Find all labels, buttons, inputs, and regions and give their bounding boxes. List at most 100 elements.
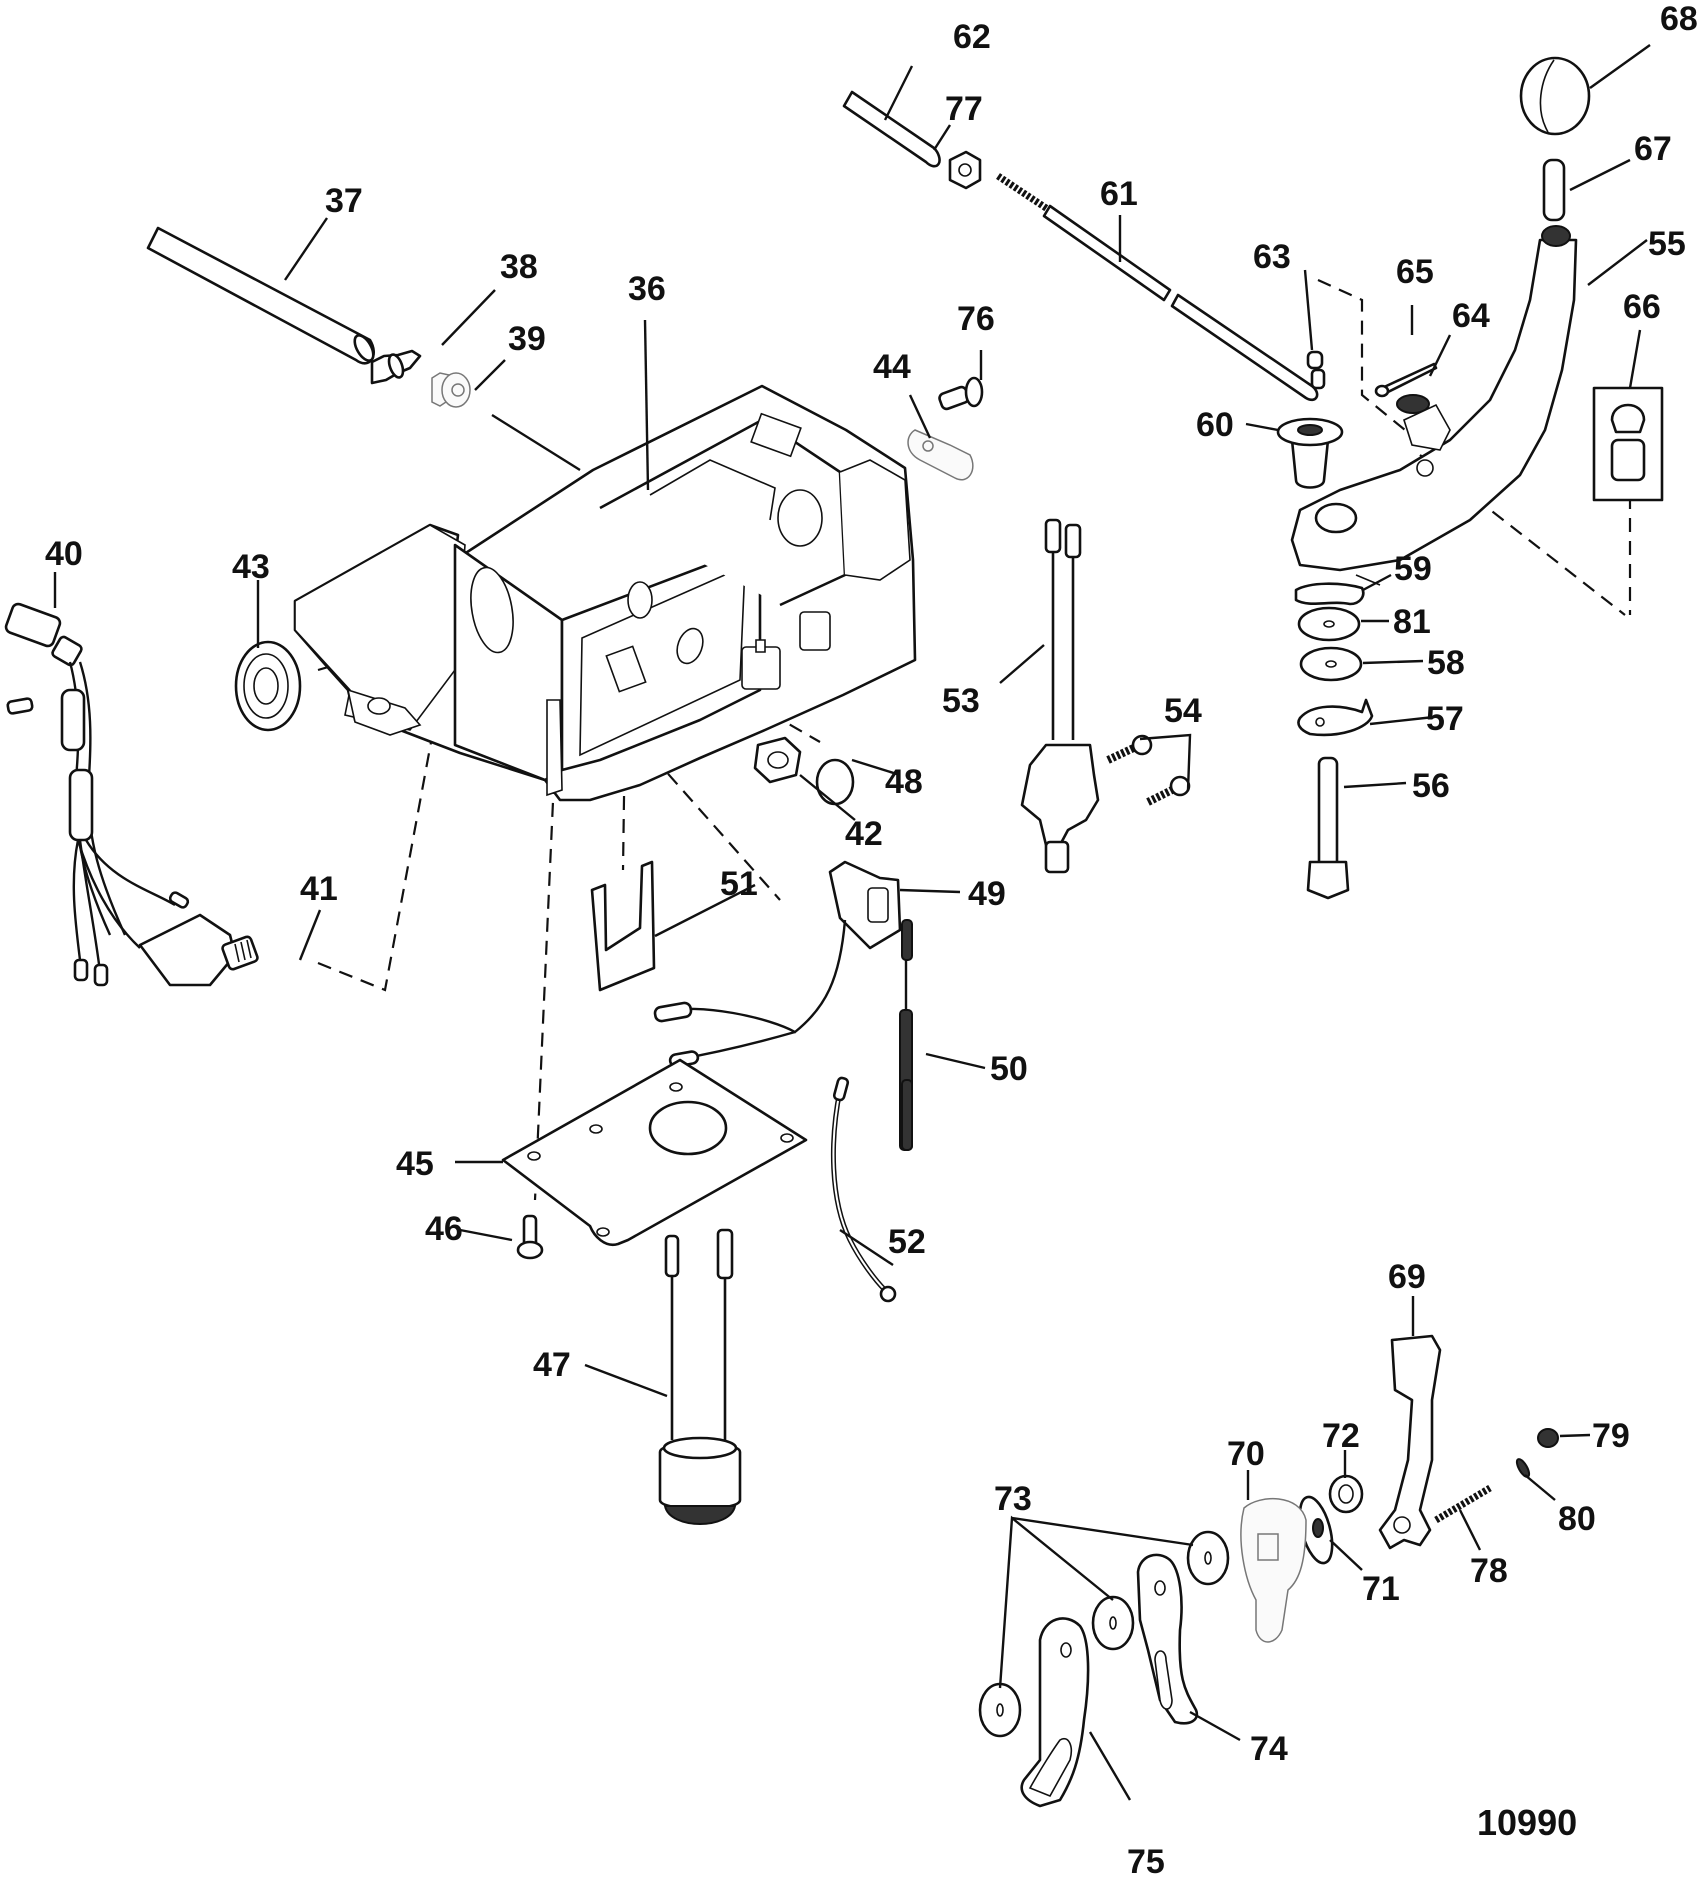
callout-65: 65	[1396, 253, 1434, 291]
part-42-nut	[753, 736, 802, 784]
part-47-sensor	[658, 1228, 742, 1525]
leader-42	[799, 774, 856, 821]
callout-78: 78	[1470, 1552, 1508, 1590]
callout-72: 72	[1322, 1417, 1360, 1455]
part-80-spring	[1515, 1458, 1531, 1478]
leader-50	[925, 1052, 986, 1070]
dash-46-to-housing	[533, 756, 557, 1201]
part-55-shift-lever	[1290, 225, 1578, 586]
leader-47	[584, 1363, 668, 1398]
callout-61: 61	[1100, 175, 1138, 213]
leader-55	[1587, 239, 1648, 286]
leader-46	[459, 1228, 513, 1242]
callout-36: 36	[628, 270, 666, 308]
leader-80	[1524, 1474, 1556, 1501]
part-36-control-housing	[293, 384, 917, 802]
part-63-pin	[1306, 350, 1324, 370]
part-41-connector	[138, 913, 259, 987]
leader-51	[654, 883, 756, 938]
part-74-cam	[1136, 1553, 1199, 1725]
leader-36	[643, 319, 650, 491]
callout-47: 47	[533, 1346, 571, 1384]
callout-40: 40	[45, 535, 83, 573]
callout-66: 66	[1623, 288, 1661, 326]
part-49-switch	[653, 860, 902, 1068]
part-77-nut	[948, 150, 982, 190]
figure-number: 10990	[1477, 1802, 1577, 1843]
leader-62	[883, 65, 914, 121]
leader-64	[1428, 334, 1452, 377]
dash-41-to-housing	[317, 709, 439, 992]
callout-75: 75	[1127, 1843, 1165, 1879]
callout-68: 68	[1660, 0, 1698, 38]
callout-41: 41	[300, 870, 338, 908]
callout-73: 73	[994, 1480, 1032, 1518]
leader-lines	[53, 44, 1651, 1801]
leader-66	[1628, 329, 1642, 389]
callout-55: 55	[1648, 225, 1686, 263]
callout-79: 79	[1592, 1417, 1630, 1455]
leader-74	[1189, 1710, 1241, 1742]
part-81-washer	[1297, 606, 1361, 642]
part-69-throttle-lever	[1378, 1334, 1442, 1550]
part-76-screw	[938, 376, 984, 411]
callout-69: 69	[1388, 1258, 1426, 1296]
part-79-nut	[1537, 1428, 1559, 1448]
callout-46: 46	[425, 1210, 463, 1248]
callout-71: 71	[1362, 1570, 1400, 1608]
part-51-clip	[590, 860, 656, 992]
callout-80: 80	[1558, 1500, 1596, 1538]
part-46-screw	[516, 1214, 544, 1260]
part-58-washer	[1299, 646, 1363, 682]
leader-39	[474, 359, 506, 391]
part-78-stud	[1434, 1484, 1492, 1524]
leader-59	[1362, 573, 1392, 592]
dash-63-to-55	[1317, 278, 1406, 431]
callout-37: 37	[325, 182, 363, 220]
leader-73b	[1011, 1516, 1194, 1547]
part-39-nut	[431, 372, 471, 408]
part-60-bushing	[1276, 417, 1344, 489]
leader-39-housing	[491, 413, 581, 472]
part-56-bolt	[1306, 756, 1350, 900]
leader-79	[1559, 1433, 1591, 1438]
dash-55-to-66	[1419, 454, 1626, 616]
leader-58	[1362, 659, 1424, 665]
part-62-pin	[842, 90, 941, 168]
callout-49: 49	[968, 875, 1006, 913]
callout-53: 53	[942, 682, 980, 720]
leader-49	[899, 888, 961, 894]
part-38-tab-washer	[370, 349, 422, 385]
callout-63: 63	[1253, 238, 1291, 276]
callout-52: 52	[888, 1223, 926, 1261]
part-52-ground-strap	[830, 1076, 897, 1303]
leader-71	[1329, 1539, 1363, 1571]
part-72-nut	[1328, 1474, 1364, 1514]
leader-48	[851, 758, 901, 777]
callout-67: 67	[1634, 130, 1672, 168]
part-53-switch-assembly	[1020, 518, 1100, 874]
callout-43: 43	[232, 548, 270, 586]
part-68-knob	[1519, 56, 1591, 136]
dash-49-to-housing	[606, 704, 781, 901]
callout-44: 44	[873, 348, 911, 386]
part-50-wire	[899, 919, 913, 1151]
parts	[4, 56, 1664, 1808]
callout-54: 54	[1164, 692, 1202, 730]
leader-38	[441, 289, 496, 346]
leader-54	[1139, 733, 1192, 791]
part-64-washer	[1396, 394, 1430, 414]
part-54-screws	[1106, 734, 1191, 806]
callout-58: 58	[1427, 644, 1465, 682]
callout-62: 62	[953, 18, 991, 56]
callout-59: 59	[1394, 550, 1432, 588]
callout-64: 64	[1452, 297, 1490, 335]
part-59-wave-washer	[1294, 582, 1365, 606]
callout-45: 45	[396, 1145, 434, 1183]
callout-51: 51	[720, 865, 758, 903]
leader-44	[908, 394, 932, 439]
leader-75	[1088, 1731, 1132, 1801]
callout-81: 81	[1393, 603, 1431, 641]
part-70-cam-plate	[1240, 1497, 1307, 1643]
